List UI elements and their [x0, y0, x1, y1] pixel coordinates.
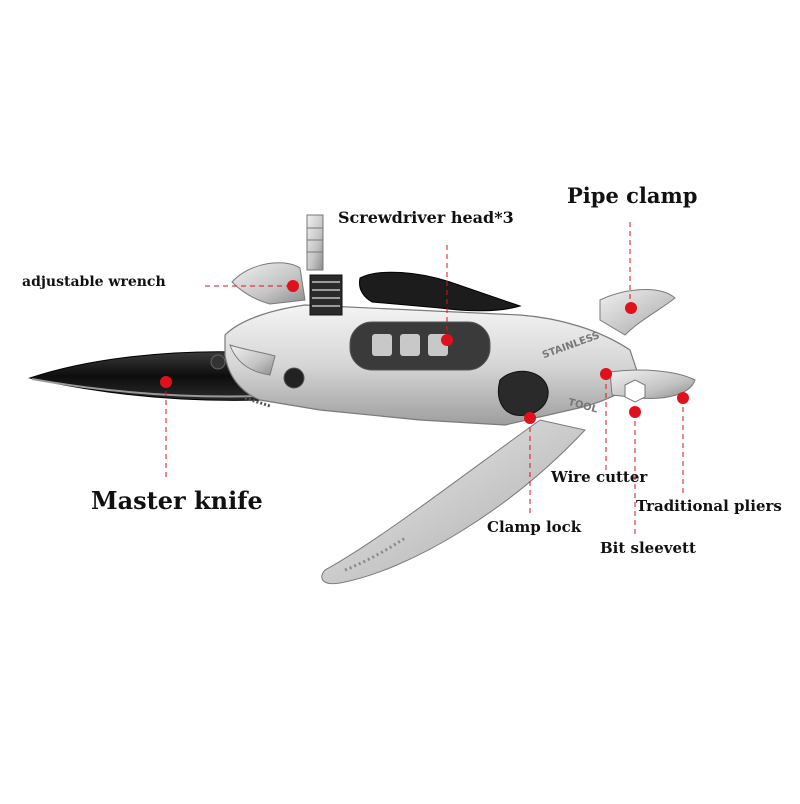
marker-knife — [160, 376, 172, 388]
marker-bit-sleeve — [629, 406, 641, 418]
pivot-screw-knife — [210, 354, 226, 370]
label-wire-cutter: Wire cutter — [551, 468, 648, 486]
lower-handle — [321, 419, 586, 585]
label-screwdriver-head: Screwdriver head*3 — [338, 208, 514, 227]
marker-pliers — [677, 392, 689, 404]
marker-clamp-lock — [524, 412, 536, 424]
leader-lines — [165, 222, 684, 535]
label-traditional-pliers: Traditional pliers — [636, 497, 782, 515]
label-master-knife: Master knife — [91, 486, 263, 515]
label-clamp-lock: Clamp lock — [487, 518, 582, 536]
label-adjustable-wrench: adjustable wrench — [22, 274, 166, 290]
pliers-jaw-upper — [599, 289, 676, 336]
wrench-worm-threads — [312, 281, 340, 307]
knife-serration — [244, 396, 271, 408]
black-grip — [359, 271, 522, 312]
clamp-lock-lever — [497, 370, 549, 416]
bit-sleeve-hex — [624, 379, 646, 403]
marker-screwdriver — [441, 334, 453, 346]
wrench-jaw-upper — [231, 262, 306, 305]
knife-blade-edge — [31, 378, 263, 398]
screwdriver-bit — [306, 214, 324, 271]
label-bit-sleevett: Bit sleevett — [600, 539, 696, 557]
marker-pipe-clamp — [625, 302, 637, 314]
bits-in-window — [372, 334, 448, 356]
pivot-screw-front — [283, 367, 305, 389]
marker-wire-cutter — [600, 368, 612, 380]
marker-wrench — [287, 280, 299, 292]
label-pipe-clamp: Pipe clamp — [567, 183, 698, 208]
markers — [160, 280, 689, 424]
wrench-jaw-lower — [229, 344, 276, 376]
